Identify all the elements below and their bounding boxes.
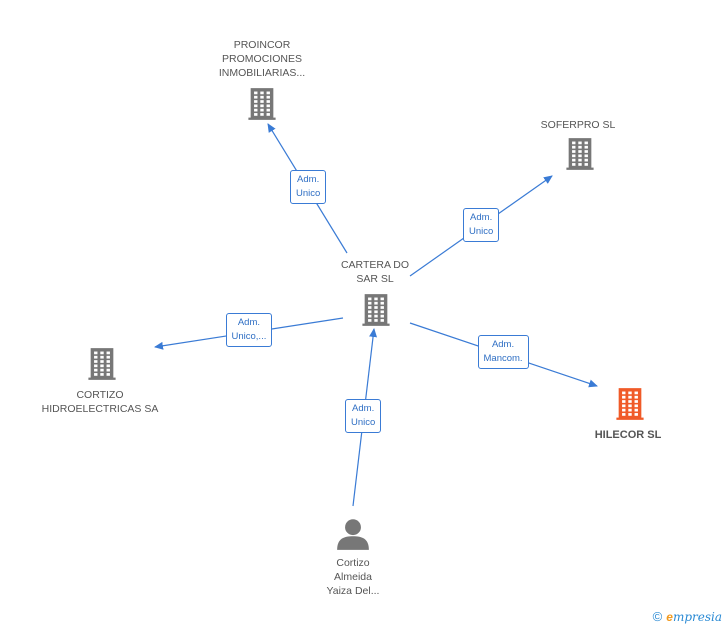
node-label-line: Almeida <box>334 571 372 583</box>
edge-label[interactable]: Adm. Mancom. <box>477 335 529 369</box>
node-label-line: SOFERPRO SL <box>540 119 616 131</box>
node-label-line: HILECOR SL <box>594 429 662 441</box>
edge-label-line: Unico <box>296 188 321 199</box>
building-icon[interactable] <box>245 87 279 126</box>
node-label-line: PROMOCIONES <box>222 53 302 65</box>
node-label-line: Yaiza Del... <box>326 585 380 597</box>
building-icon[interactable] <box>563 137 597 176</box>
node-label-line: HIDROELECTRICAS SA <box>41 403 159 415</box>
building-icon[interactable] <box>613 387 647 426</box>
node-label-proincor[interactable]: PROINCOR PROMOCIONES INMOBILIARIAS... <box>219 38 305 80</box>
edge-label-line: Unico,... <box>231 331 267 342</box>
edge-label-line: Adm. <box>352 403 375 414</box>
footer-credit: ©empresia <box>653 609 722 624</box>
edge-label-line: Adm. <box>470 212 493 223</box>
node-label-hilecor[interactable]: HILECOR SL <box>595 428 662 442</box>
edge-label[interactable]: Adm. Unico,... <box>225 313 273 347</box>
node-label-cortizo-hidro[interactable]: CORTIZO HIDROELECTRICAS SA <box>42 388 159 416</box>
node-label-cartera[interactable]: CARTERA DO SAR SL <box>341 258 409 286</box>
building-icon[interactable] <box>359 293 393 332</box>
brand-name[interactable]: mpresia <box>672 610 722 624</box>
brand-initial: e <box>666 610 673 624</box>
edge-label-line: Mancom. <box>483 353 523 364</box>
edge-label[interactable]: Adm. Unico <box>345 399 382 433</box>
edge-label-line: Adm. <box>237 317 261 328</box>
edge-label-line: Unico <box>469 226 494 237</box>
edge-label-line: Adm. <box>491 339 515 350</box>
edge-label[interactable]: Adm. Unico <box>290 170 327 204</box>
edge-label[interactable]: Adm. Unico <box>463 208 500 242</box>
node-label-line: CARTERA DO <box>340 259 410 271</box>
edge-label-line: Adm. <box>297 174 320 185</box>
node-label-line: CORTIZO <box>76 389 124 401</box>
node-label-soferpro[interactable]: SOFERPRO SL <box>541 118 616 132</box>
person-icon[interactable] <box>336 517 370 556</box>
edge-label-line: Unico <box>351 417 376 428</box>
building-icon[interactable] <box>85 347 119 386</box>
node-label-line: SAR SL <box>356 273 394 285</box>
node-label-line: Cortizo <box>336 557 370 569</box>
node-label-line: PROINCOR <box>233 39 291 51</box>
node-label-line: INMOBILIARIAS... <box>218 67 306 79</box>
copyright-icon: © <box>652 609 663 624</box>
